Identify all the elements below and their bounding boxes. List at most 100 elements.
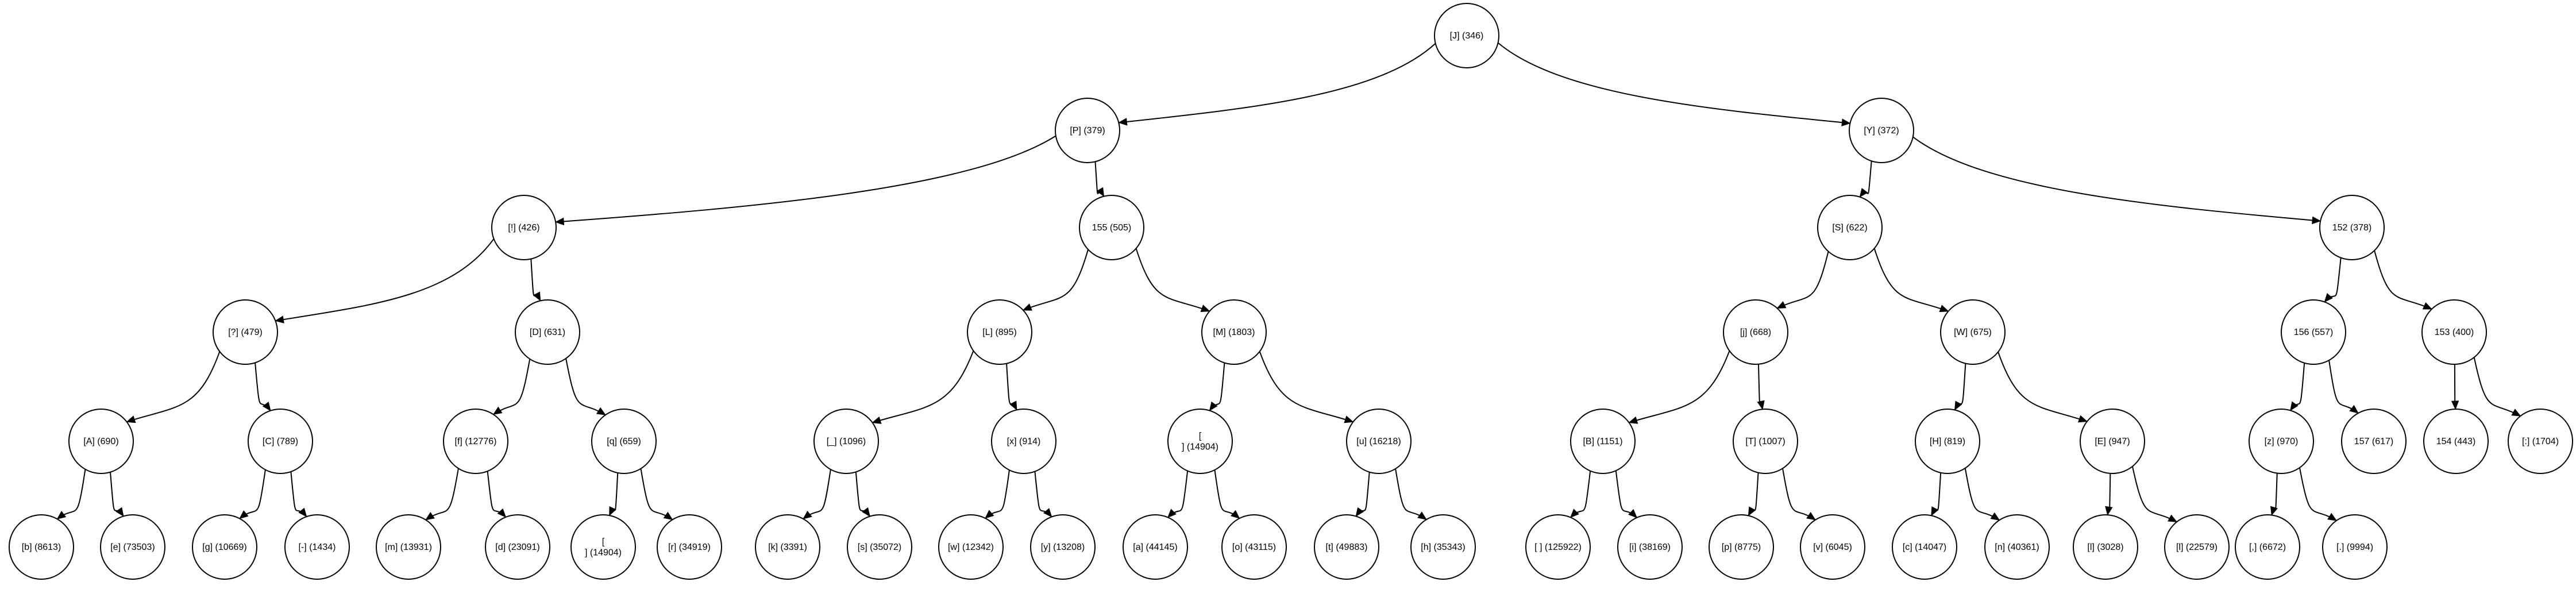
node-circle [938, 514, 1004, 580]
node-label: [?] (479) [228, 328, 263, 337]
edge-arrowhead [596, 407, 606, 415]
tree-node: [.] (9994) [2322, 514, 2388, 580]
edge-arrowhead [862, 507, 870, 517]
node-label: [k] (3391) [768, 542, 807, 552]
edge-arrowhead [115, 507, 124, 517]
tree-edge [556, 135, 1056, 223]
tree-node: 153 (400) [2421, 299, 2487, 365]
tree-node: [?] (479) [213, 299, 278, 365]
tree-node: [i] (38169) [1617, 514, 1683, 580]
node-circle [813, 409, 879, 474]
node-circle [2341, 409, 2407, 474]
node-label: [h] (35343) [1421, 542, 1465, 552]
node-circle [2235, 514, 2300, 580]
tree-node: [b] (8613) [9, 514, 74, 580]
node-label: [:] (1704) [2522, 437, 2559, 446]
node-circle [2164, 514, 2230, 580]
tree-node: [y] (13208) [1030, 514, 1096, 580]
node-label: [u] (16218) [1356, 437, 1401, 446]
tree-node: [W] (675) [1940, 299, 2006, 365]
tree-node: [h] (35343) [1410, 514, 1476, 580]
edge-arrowhead [803, 510, 812, 519]
node-circle [657, 514, 722, 580]
node-label: 156 (557) [2294, 328, 2334, 337]
edge-arrowhead [1954, 400, 1962, 411]
edge-arrowhead [1859, 188, 1868, 198]
tree-edge [1997, 352, 2088, 422]
edge-arrowhead [56, 511, 67, 520]
tree-node: [d] (23091) [485, 514, 550, 580]
node-circle [100, 514, 165, 580]
node-label: [p] (8775) [1722, 542, 1761, 552]
tree-node: [z] (970) [2249, 409, 2314, 474]
tree-edge [1629, 351, 1730, 423]
edge-arrowhead [492, 406, 503, 415]
edge-arrowhead [1776, 301, 1787, 309]
node-circle [491, 195, 557, 260]
edge-arrowhead [871, 416, 882, 424]
node-label: [i] (38169) [1629, 542, 1671, 552]
tree-edge [1119, 43, 1436, 124]
edge-arrowhead [2511, 409, 2521, 417]
node-label: [r] (34919) [668, 542, 711, 552]
node-label: [L] (895) [982, 328, 1017, 337]
tree-node: [t] (49883) [1314, 514, 1379, 580]
edge-arrowhead [2312, 216, 2322, 225]
node-label: [x] (914) [1007, 437, 1041, 446]
node-label: [,] (6672) [2249, 542, 2286, 552]
tree-node: [M] (1803) [1201, 299, 1267, 365]
edge-arrowhead [1043, 508, 1052, 518]
tree-node: [L] (895) [967, 299, 1032, 365]
edge-arrowhead [554, 217, 565, 226]
node-label: [t] (49883) [1326, 542, 1368, 552]
node-circle [2073, 514, 2138, 580]
node-circle [1030, 514, 1096, 580]
node-circle [443, 409, 508, 474]
edge-arrowhead [2324, 293, 2333, 303]
node-circle [9, 514, 74, 580]
node-label: [S] (622) [1832, 223, 1867, 233]
tree-node: [ ] (125922) [1525, 514, 1591, 580]
tree-edge [1873, 248, 1949, 312]
tree-edge [425, 468, 459, 521]
node-label: [W] (675) [1954, 328, 1992, 337]
edge-arrowhead [1200, 305, 1210, 312]
node-label: [o] (43115) [1232, 542, 1276, 552]
tree-node: [o] (43115) [1221, 514, 1287, 580]
tree-node: [!] (426) [491, 195, 557, 260]
edge-arrowhead [1569, 509, 1579, 518]
node-label: [] (14904) [1182, 432, 1218, 452]
edge-arrowhead [2077, 415, 2088, 423]
node-circle [68, 409, 134, 474]
node-label: [P] (379) [1070, 126, 1105, 136]
node-label: [] (14904) [585, 537, 622, 558]
edge-arrowhead [2349, 405, 2359, 414]
edge-arrowhead [609, 506, 616, 517]
edge-arrowhead [1096, 187, 1105, 197]
node-circle [1314, 514, 1379, 580]
edge-arrowhead [2327, 513, 2338, 521]
tree-node: [] (14904) [1167, 409, 1233, 474]
edge-arrowhead [1806, 512, 1817, 521]
node-label: [c] (14047) [1903, 542, 1946, 552]
tree-node: 157 (617) [2341, 409, 2407, 474]
node-label: 157 (617) [2354, 437, 2394, 446]
node-circle [570, 514, 636, 580]
node-label: [b] (8613) [22, 542, 61, 552]
node-circle [284, 514, 350, 580]
node-label: [E] (947) [2095, 437, 2130, 446]
tree-edge [275, 238, 495, 322]
node-label: [H] (819) [1930, 437, 1965, 446]
node-label: [q] (659) [607, 437, 641, 446]
node-label: [a] (44145) [1133, 542, 1177, 552]
tree-node: [] (14904) [570, 514, 636, 580]
tree-node: [f] (12776) [443, 409, 508, 474]
tree-edge [1782, 468, 1816, 521]
edge-arrowhead [2168, 514, 2178, 522]
edge-arrowhead [239, 510, 249, 519]
node-label: [_] (1096) [827, 437, 866, 446]
node-circle [1723, 299, 1788, 365]
tree-edge [1135, 248, 1210, 312]
node-circle [1201, 299, 1267, 365]
